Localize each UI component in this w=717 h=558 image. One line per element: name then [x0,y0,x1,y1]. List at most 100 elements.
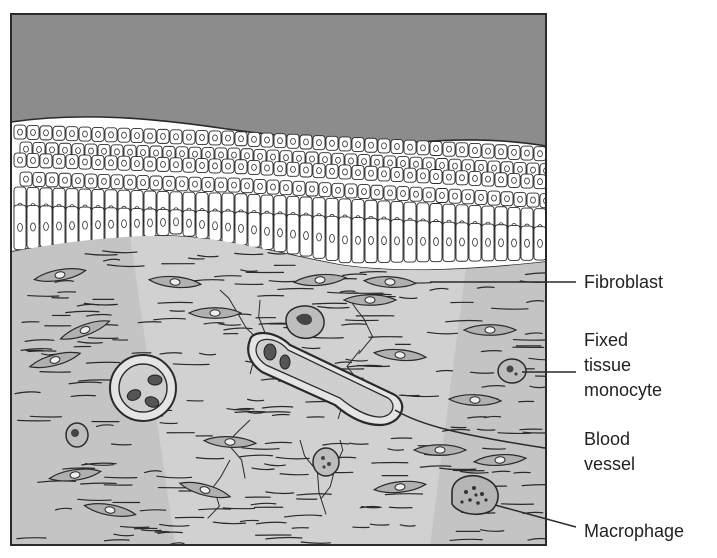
label-fixed-tissue-monocyte-2: tissue [584,355,631,375]
monocyte-cell-left [66,423,88,447]
blood-vessel-cross-section [110,355,176,421]
epithelial-cell [365,166,377,180]
epithelial-cell [196,159,208,173]
epithelial-cell [430,142,442,156]
epithelial-cell [404,140,416,154]
epithelial-cell [521,174,533,188]
epithelial-cell [365,138,377,152]
monocyte-cell-center [313,448,339,476]
epithelial-cell [469,143,481,157]
epithelial-cell [40,126,52,140]
epithelial-cell [72,174,84,188]
epithelial-cell [378,167,390,181]
epithelial-cell [79,155,91,169]
epithelial-cell [495,173,507,187]
epithelial-cell [66,155,78,169]
epithelial-cell [469,171,481,185]
epithelial-cell [118,128,130,142]
epithelial-cell [508,145,520,159]
epithelial-cell [20,172,32,186]
epithelial-cell [521,146,533,160]
epithelial-cell [92,127,104,141]
epithelial-cell [488,191,500,205]
epithelial-cell [326,136,338,150]
epithelial-cell [183,158,195,172]
epithelial-cell [326,164,338,178]
epithelial-cell [137,176,149,190]
epithelial-cell [46,173,58,187]
epithelial-cell [475,190,487,204]
epithelial-cell [14,153,26,167]
epithelial-cell [150,176,162,190]
epithelial-cell [248,132,260,146]
epithelial-cell [462,190,474,204]
epithelial-cell [131,157,143,171]
epithelial-cell [105,128,117,142]
epithelial-cell [111,175,123,189]
epithelial-cell [417,141,429,155]
epithelial-cell [261,161,273,175]
epithelial-cell [358,185,370,199]
epithelial-cell [33,172,45,186]
epithelial-cell [508,173,520,187]
epithelial-cell [189,177,201,191]
label-blood-vessel-2: vessel [584,454,635,474]
epithelial-cell [202,178,214,192]
epithelial-cell [261,133,273,147]
epithelial-cell [456,143,468,157]
fixed-tissue-monocyte-cell [498,359,526,383]
epithelial-cell [482,172,494,186]
epithelial-cell [248,160,260,174]
epithelial-cell [254,179,266,193]
epithelial-cell [410,187,422,201]
epithelial-cell [163,176,175,190]
epithelial-cell [170,158,182,172]
label-fibroblast: Fibroblast [584,272,663,292]
epithelial-cell [384,186,396,200]
epithelial-cell [456,171,468,185]
epithelial-cell [124,175,136,189]
epithelial-cell [222,159,234,173]
label-macrophage: Macrophage [584,521,684,541]
epithelial-cell [196,131,208,145]
epithelial-cell [14,125,26,139]
epithelial-cell [332,183,344,197]
epithelial-cell [449,189,461,203]
epithelial-cell [267,180,279,194]
epithelial-cell [443,170,455,184]
epithelial-cell [66,127,78,141]
epithelial-cell [527,193,539,207]
monocyte-cell-upper [286,306,324,338]
macrophage-cell [452,476,498,515]
epithelial-cell [352,166,364,180]
epithelial-cell [53,126,65,140]
epithelial-cell [170,130,182,144]
epithelial-cell [313,164,325,178]
epithelial-cell [339,165,351,179]
epithelial-cell [92,155,104,169]
epithelial-cell [157,129,169,143]
epithelial-cell [534,175,546,189]
epithelial-cell [241,179,253,193]
epithelial-cell [378,139,390,153]
epithelial-cell [391,140,403,154]
epithelial-cell [501,192,513,206]
epithelial-cell [280,181,292,195]
epithelial-cell [300,163,312,177]
epithelial-cell [345,184,357,198]
epithelial-cell [222,131,234,145]
epithelial-cell [300,135,312,149]
epithelial-cell [235,132,247,146]
epithelial-cell [176,177,188,191]
epithelial-cell [293,181,305,195]
epithelial-cell [306,182,318,196]
epithelial-cell [157,157,169,171]
epithelial-cell [339,137,351,151]
epithelial-cell [371,185,383,199]
epithelial-cell [423,188,435,202]
epithelial-cell [98,174,110,188]
epithelial-cell [495,145,507,159]
epithelial-cell [391,168,403,182]
epithelial-cell [482,144,494,158]
epithelial-cell [183,130,195,144]
